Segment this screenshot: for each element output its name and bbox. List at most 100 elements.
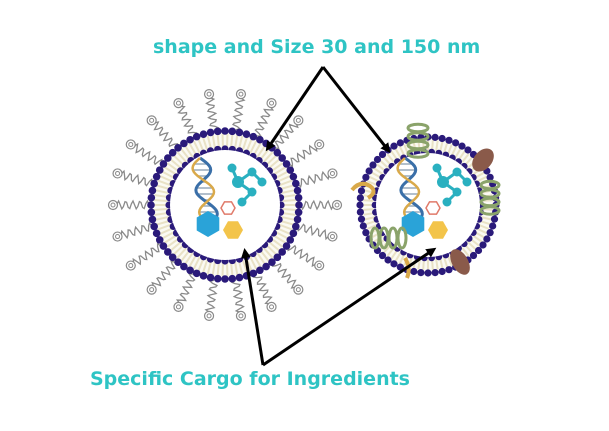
molecule-atom: [232, 176, 244, 188]
peg-chain: [230, 279, 245, 313]
lipid-head: [295, 201, 303, 209]
lipid-tail: [282, 199, 296, 202]
lipid-head: [417, 269, 425, 277]
lipid-tail: [263, 247, 274, 259]
lipid-tail: [249, 256, 258, 270]
lipid-tail: [180, 250, 191, 262]
lipid-head: [213, 127, 222, 136]
brown-protein-icon: [472, 148, 494, 172]
lipid-tail: [176, 151, 187, 163]
peg-chain: [300, 199, 334, 211]
peg-curl: [110, 202, 116, 208]
lipid-tails: [154, 134, 296, 276]
lipid-tail: [431, 259, 434, 270]
lipid-tail: [268, 241, 281, 252]
lipid-tail: [176, 247, 187, 259]
lipid-head: [474, 246, 483, 255]
lipid-head: [479, 241, 487, 249]
lipid-head: [293, 186, 302, 195]
peg-curl: [149, 287, 155, 293]
lipid-tail: [206, 135, 212, 149]
lipid-tail: [266, 244, 277, 256]
peg-curl: [293, 115, 304, 126]
lipid-head: [410, 267, 418, 276]
peg-chain: [120, 221, 153, 240]
blue-hexagon-icon: [196, 211, 220, 237]
peg-curl: [235, 89, 247, 100]
cargo-group: [396, 156, 472, 239]
peg-curl: [203, 310, 215, 321]
helical-protein-icon: [479, 179, 501, 216]
lipid-head: [168, 148, 177, 157]
lipid-head: [206, 273, 215, 282]
lipid-head: [292, 222, 300, 231]
size-arrow-left: [265, 66, 325, 152]
lipid-tail: [156, 184, 170, 190]
lipid-tail: [159, 175, 173, 183]
molecule-atom: [247, 167, 257, 177]
lipid-tail: [188, 254, 197, 267]
lipid-tail: [256, 252, 266, 265]
lipid-tail: [154, 208, 168, 211]
lipid-tail: [477, 175, 487, 183]
lipid-tail: [464, 244, 473, 254]
lipid-tail: [266, 154, 277, 166]
peg-chain: [175, 273, 196, 304]
lipid-tail: [398, 254, 406, 264]
lipid-head: [396, 263, 404, 271]
peg-chain: [153, 121, 179, 148]
lipid-tail: [280, 220, 294, 226]
lipid-head: [163, 248, 172, 256]
red-hexagon-icon: [220, 201, 236, 215]
lipid-head: [199, 130, 208, 138]
molecule-atom: [437, 176, 449, 188]
lipid-head: [155, 166, 164, 174]
lipid-tail: [211, 134, 216, 149]
lipid-tail: [383, 156, 392, 166]
lipid-head: [293, 215, 302, 224]
peg-curl: [173, 98, 184, 109]
lipid-head: [282, 160, 291, 168]
lipid-head: [192, 269, 201, 278]
peg-chain: [254, 106, 275, 137]
peg-curl: [235, 310, 247, 321]
lipid-tail: [376, 163, 386, 172]
lipid-tail: [379, 160, 389, 169]
lipid-head: [273, 253, 282, 262]
peg-curl: [128, 263, 134, 269]
lipid-tail: [435, 259, 439, 270]
lipid-tail: [238, 135, 244, 149]
lipid-tail: [275, 231, 289, 240]
peg-curl: [329, 170, 335, 176]
lipid-tail: [234, 134, 239, 149]
lipid-head: [235, 128, 244, 137]
helix-turn: [396, 226, 408, 250]
lipid-tail: [253, 143, 262, 156]
lipid-tail: [475, 231, 485, 239]
peg-curl: [293, 284, 304, 295]
lipid-tail: [280, 184, 294, 190]
yellow-hexagon-icon: [428, 221, 448, 239]
dna-strand: [194, 156, 219, 219]
size-arrow-right: [321, 66, 391, 154]
lipid-tail: [435, 140, 439, 151]
lipid-head: [180, 262, 188, 271]
lipid-tail: [365, 220, 376, 226]
brown-protein-icon: [450, 249, 470, 275]
peg-curl: [125, 139, 136, 150]
lipid-tail: [467, 241, 477, 250]
lipid-head: [469, 251, 478, 260]
lipid-tail: [363, 208, 374, 211]
peg-curl: [149, 117, 155, 123]
peg-chain: [252, 273, 273, 305]
lipid-head: [373, 155, 382, 164]
lipid-tail: [164, 166, 177, 176]
lipid-tail: [369, 175, 379, 183]
peg-chain: [177, 105, 198, 137]
lipid-tail: [155, 189, 169, 194]
left-vesicle: [107, 89, 343, 321]
peg-chain: [297, 223, 329, 241]
peg-chain: [132, 242, 162, 266]
lipid-tail: [157, 223, 171, 231]
